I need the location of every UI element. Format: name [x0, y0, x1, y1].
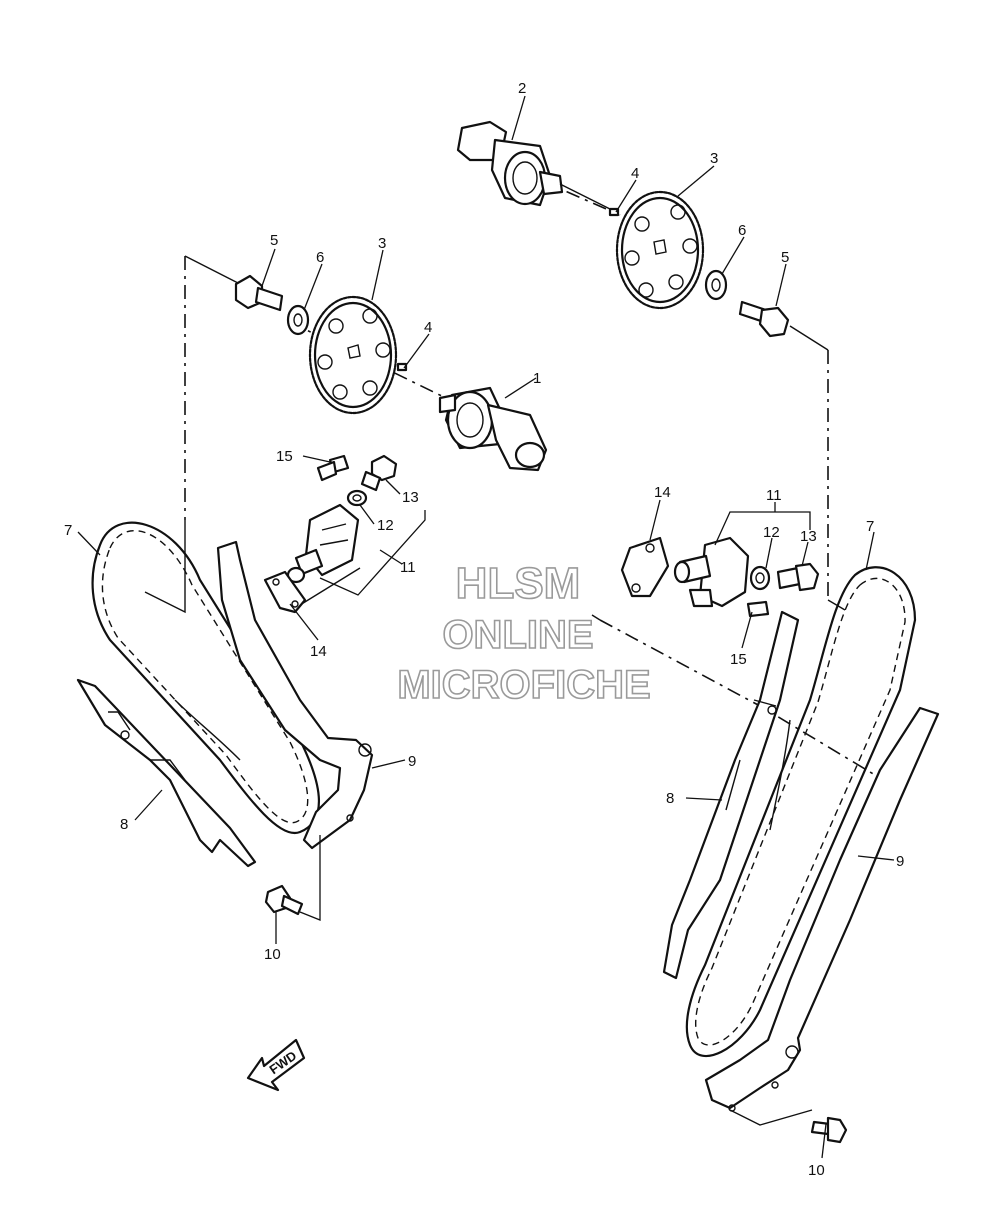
callout-5: 5: [270, 232, 278, 249]
tensioner-cap-bolt-left[interactable]: [360, 454, 398, 492]
watermark-line-3: MICROFICHE: [397, 663, 650, 707]
callout-14: 14: [654, 484, 671, 501]
watermark: HLSM ONLINE MICROFICHE: [397, 558, 652, 708]
watermark-line-1: HLSM: [456, 559, 581, 608]
callout-4: 4: [424, 319, 432, 336]
callout-11: 11: [400, 559, 416, 576]
callout-9: 9: [408, 753, 416, 770]
callout-7: 7: [64, 522, 72, 539]
callout-10: 10: [264, 946, 281, 963]
callout-13: 13: [800, 528, 817, 545]
callout-4: 4: [631, 165, 639, 182]
tensioner-guide-right[interactable]: [704, 706, 940, 1112]
callout-8: 8: [120, 816, 128, 833]
callout-9: 9: [896, 853, 904, 870]
dowel-pin-left[interactable]: [396, 362, 408, 372]
fwd-arrow-icon: FWD: [246, 1038, 306, 1092]
washer-left[interactable]: [286, 304, 310, 336]
callout-12: 12: [763, 524, 780, 541]
tensioner-gasket-left[interactable]: [346, 489, 368, 507]
callout-5: 5: [781, 249, 789, 266]
cam-chain-left[interactable]: [91, 521, 321, 835]
callout-10: 10: [808, 1162, 825, 1179]
callout-7: 7: [866, 518, 874, 535]
cam-chain-tensioner-right[interactable]: [673, 536, 750, 608]
left-tensioner-link-line: [299, 567, 361, 606]
callout-1: 1: [533, 370, 541, 387]
callout-numbers: 2 4 3 6 5 5 6 3 4 1 15 13 12 11 14 7 9 8…: [64, 80, 904, 1179]
sprocket-bolt-right[interactable]: [738, 300, 790, 338]
callout-15: 15: [730, 651, 747, 668]
camshaft-exhaust[interactable]: [456, 120, 613, 211]
cam-chain-right[interactable]: [685, 566, 917, 1058]
washer-right[interactable]: [704, 269, 728, 301]
callout-3: 3: [378, 235, 386, 252]
watermark-line-2: ONLINE: [442, 613, 593, 657]
callout-13: 13: [402, 489, 419, 506]
callout-12: 12: [377, 517, 394, 534]
tensioner-bolt-left[interactable]: [316, 454, 350, 482]
camshaft-intake[interactable]: [438, 386, 548, 472]
leader-lines: [77, 95, 895, 1159]
callout-11: 11: [766, 487, 782, 504]
callout-6: 6: [738, 222, 746, 239]
chain-guide-left[interactable]: [76, 678, 257, 868]
callout-6: 6: [316, 249, 324, 266]
cam-chain-tensioner-left[interactable]: [286, 503, 360, 584]
callout-8: 8: [666, 790, 674, 807]
callout-14: 14: [310, 643, 327, 660]
tensioner-gasket-right[interactable]: [749, 565, 771, 591]
callout-2: 2: [518, 80, 526, 97]
tensioner-guide-left[interactable]: [216, 540, 374, 850]
cam-sprocket-left[interactable]: [308, 295, 398, 415]
guide-bolt-left[interactable]: [264, 884, 304, 916]
tensioner-gasket-plate-left[interactable]: [263, 570, 307, 614]
callout-15: 15: [276, 448, 293, 465]
chain-guide-right[interactable]: [662, 610, 800, 980]
sprocket-bolt-left[interactable]: [234, 274, 284, 312]
tensioner-gasket-plate-right[interactable]: [620, 536, 670, 598]
tensioner-cap-bolt-right[interactable]: [776, 562, 820, 592]
tensioner-bolt-right[interactable]: [746, 600, 770, 618]
callout-3: 3: [710, 150, 718, 167]
dowel-pin-right[interactable]: [608, 207, 620, 217]
cam-sprocket-right[interactable]: [615, 190, 705, 310]
guide-bolt-right[interactable]: [810, 1116, 848, 1144]
